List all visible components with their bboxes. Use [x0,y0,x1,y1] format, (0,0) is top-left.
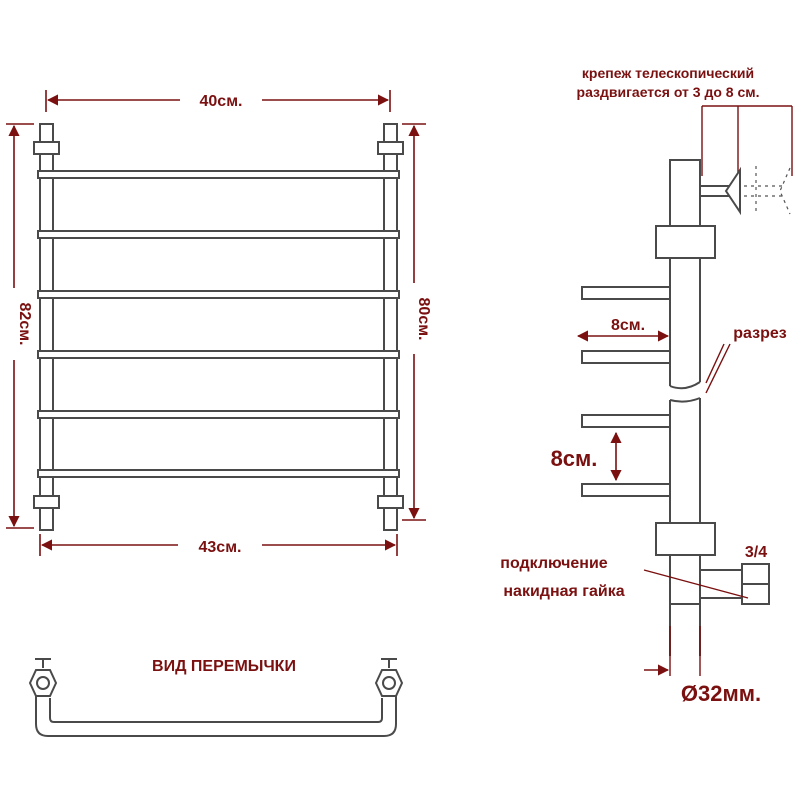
side-rung [581,286,671,300]
mount-note-line2: раздвигается от 3 до 8 см. [577,84,760,100]
rung [37,230,400,239]
label-bar-spacing: 8см. [551,446,598,471]
dimension-bar-depth: 8см. [576,317,670,342]
label-pipe-diameter: Ø32мм. [681,681,761,706]
clamp-bottom-right [377,495,404,509]
dimension-height-right: 80см. [402,123,432,521]
rung [37,350,400,359]
side-rung [581,414,671,428]
jumper-left-fitting [28,658,58,697]
section-label: разрез [733,325,786,342]
nut-icon [374,669,404,697]
wall-mount-icon [724,166,741,216]
side-pipe-upper [669,159,701,386]
label-width-top: 40см. [200,93,243,110]
nut-icon [28,669,58,697]
side-rung [581,483,671,497]
jumper-view: ВИД ПЕРЕМЫЧКИ [28,658,404,737]
side-clamp-top [655,225,716,259]
section-break-top [669,381,701,390]
dimension-bar-spacing: 8см. [551,431,622,482]
connection-line2: накидная гайка [503,583,624,600]
clamp-bottom-left [33,495,60,509]
label-thread-size: 3/4 [745,544,767,561]
connection-line1: подключение [500,555,607,572]
jumper-pipe [35,695,397,737]
label-height-left: 82см. [16,303,33,346]
rung [37,410,400,419]
label-width-bottom: 43см. [199,539,242,556]
jumper-right-fitting [374,658,404,697]
clamp-top-left [33,141,60,155]
dimension-width-top: 40см. [45,90,391,112]
side-view: крепеж телескопический раздвигается от 3… [500,65,793,706]
label-bar-depth: 8см. [611,317,645,334]
clamp-top-right [377,141,404,155]
rung [37,290,400,299]
front-view: 40см. 43см. 82см. 80см. [6,90,432,556]
label-height-right: 80см. [415,298,432,341]
mount-note-line1: крепеж телескопический [582,65,754,81]
rung [37,170,400,179]
dimension-width-bottom: 43см. [39,534,398,556]
side-rung [581,350,671,364]
side-pipe-lower [669,398,701,605]
dimension-height-left: 82см. [6,123,34,529]
section-break-bottom [669,397,701,403]
right-post [383,123,398,531]
rung [37,469,400,478]
jumper-view-title: ВИД ПЕРЕМЫЧКИ [152,658,296,675]
left-post [39,123,54,531]
jumper-pipe-inner [49,698,383,723]
side-clamp-bottom [655,522,716,556]
